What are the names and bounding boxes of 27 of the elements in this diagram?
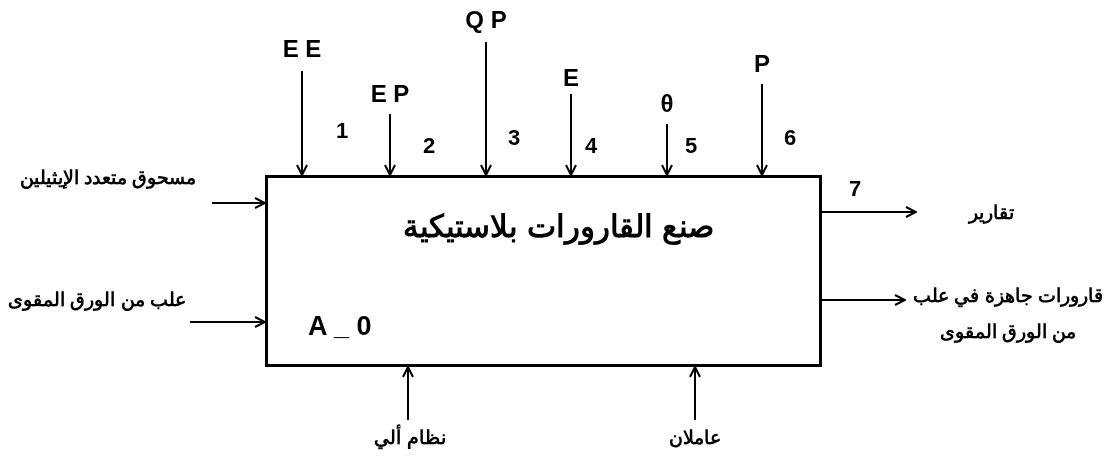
arrow	[565, 93, 577, 176]
arrow	[384, 113, 396, 176]
flow-label: عاملان	[668, 426, 722, 450]
arrow	[821, 294, 906, 306]
process-title: صنع القارورات بلاستيكية	[402, 208, 715, 247]
flow-label: قارورات جاهزة في علب من الورق المقوى	[912, 284, 1104, 345]
flow-label: مسحوق متعدد الإيثيلين	[18, 166, 198, 191]
flow-label: تقارير	[967, 201, 1015, 226]
input-label: E P	[369, 80, 411, 109]
arrow	[689, 366, 701, 421]
process-box	[265, 175, 822, 367]
arrow	[402, 366, 414, 421]
arrow	[661, 123, 673, 176]
arrow	[296, 70, 308, 176]
node-id: A _ 0	[308, 310, 372, 343]
arrow	[756, 83, 768, 176]
input-label: P	[753, 50, 771, 79]
arrow	[211, 197, 266, 209]
flow-label: علب من الورق المقوى	[7, 288, 187, 313]
input-label: Q P	[464, 6, 508, 35]
arrow	[821, 206, 917, 218]
input-label: θ	[659, 90, 675, 119]
input-label: E E	[281, 35, 323, 64]
arrow	[480, 41, 492, 176]
arrow	[189, 316, 266, 328]
flow-label: نظام ألي	[330, 420, 490, 457]
input-label: E	[562, 64, 580, 93]
